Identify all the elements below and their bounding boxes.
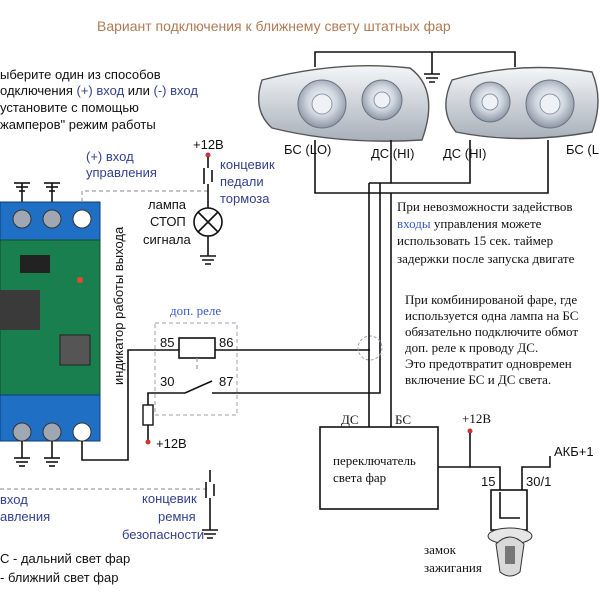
brake-lamp-label-1: лампа bbox=[148, 197, 187, 212]
minus-input-label-1: вход bbox=[0, 492, 28, 507]
instructions-line-4: жамперов" режим работы bbox=[0, 117, 156, 132]
brake-supply-label: +12В bbox=[193, 137, 224, 152]
minus-input-label-2: авления bbox=[0, 509, 50, 524]
ignition-label-2: зажигания bbox=[424, 560, 482, 575]
switch-bs-label: БС bbox=[395, 412, 411, 427]
left-hi-label: ДС (HI) bbox=[371, 146, 414, 161]
brake-lamp-label-2: СТОП bbox=[150, 214, 186, 229]
relay-pin-85: 85 bbox=[160, 335, 174, 350]
terminal-screw bbox=[72, 209, 92, 229]
instructions-line-3: установите с помощью bbox=[0, 100, 139, 115]
ignition-supply-label: +12В bbox=[462, 411, 491, 426]
combo-note-5: Это предотвратит одновремен bbox=[405, 356, 572, 371]
seat-belt-label-3: безопасности bbox=[122, 527, 204, 542]
ignition-15-wire bbox=[469, 433, 501, 490]
indicator-label: индикатор работы выхода bbox=[111, 226, 126, 385]
headlight-right bbox=[445, 66, 599, 140]
instructions-block: ыберите один из способов одключения (+) … bbox=[0, 67, 198, 132]
relay-pin-87: 87 bbox=[219, 374, 233, 389]
brake-lamp-cross bbox=[197, 211, 219, 233]
seat-belt-ground bbox=[202, 529, 218, 539]
relay-title: доп. реле bbox=[170, 303, 221, 318]
ignition-supply-terminal bbox=[467, 428, 473, 434]
indicator-led bbox=[77, 277, 83, 283]
relay-supply-terminal bbox=[145, 439, 151, 445]
relay-87-wire bbox=[240, 183, 381, 394]
brake-switch-label-1: концевик bbox=[220, 157, 275, 172]
timer-note-2: входы управления можете bbox=[397, 216, 542, 231]
brake-switch-label-3: тормоза bbox=[220, 191, 270, 206]
low-beam-bus bbox=[314, 140, 549, 194]
combo-note-3: обязательно подключите обмот bbox=[405, 324, 578, 339]
legend-ds: С - дальний свет фар bbox=[0, 551, 130, 566]
brake-supply-terminal bbox=[205, 152, 211, 158]
seat-belt-switch bbox=[205, 470, 215, 530]
combo-note-6: включение БС и ДС света. bbox=[405, 372, 551, 387]
brake-lamp-ground bbox=[200, 236, 216, 265]
headlight-left bbox=[258, 65, 430, 142]
ground-symbol-3 bbox=[14, 441, 30, 467]
ignition-pin-30: 30/1 bbox=[526, 474, 551, 489]
relay-86-junction-marker bbox=[357, 335, 383, 361]
brake-lamp-label-3: сигнала bbox=[143, 232, 191, 247]
light-switch-box bbox=[319, 426, 439, 510]
module-output-wire bbox=[81, 349, 155, 461]
combo-note-4: доп. реле к проводу ДС. bbox=[405, 340, 538, 355]
relay-supply-label: +12В bbox=[156, 436, 187, 451]
switch-label-2: света фар bbox=[333, 470, 386, 485]
right-lo-label: БС (L bbox=[566, 142, 599, 157]
timer-note-3: использовать 15 сек. таймер bbox=[397, 233, 553, 248]
relay-pin-30: 30 bbox=[160, 374, 174, 389]
instructions-line-2: одключения (+) вход или (-) вход bbox=[0, 83, 198, 98]
seat-belt-label-1: концевик bbox=[142, 491, 197, 506]
headlight-ground-bus bbox=[314, 51, 516, 67]
ground-symbol-2 bbox=[44, 182, 60, 202]
board-transistor bbox=[59, 334, 91, 366]
right-hi-label: ДС (HI) bbox=[443, 146, 486, 161]
board-chip bbox=[20, 255, 50, 273]
relay-pin-86: 86 bbox=[219, 335, 233, 350]
switch-ds-label: ДС bbox=[341, 412, 359, 427]
relay-fuse-wire bbox=[147, 392, 155, 405]
ground-symbol-4 bbox=[44, 441, 60, 467]
plus-input-label-1: (+) вход bbox=[86, 149, 134, 164]
ignition-pin-15: 15 bbox=[481, 474, 495, 489]
combo-note-1: При комбинированой фаре, где bbox=[405, 292, 577, 307]
ignition-30-wire bbox=[521, 456, 551, 490]
seat-belt-label-2: ремня bbox=[158, 509, 196, 524]
instructions-line-1: ыберите один из способов bbox=[0, 67, 161, 82]
terminal-screw bbox=[42, 422, 62, 442]
headlight-ground bbox=[424, 52, 440, 83]
brake-pedal-switch bbox=[203, 157, 213, 208]
ground-symbol-1 bbox=[14, 182, 30, 202]
ignition-label-1: замок bbox=[424, 542, 457, 557]
plus-input-label-2: управления bbox=[86, 165, 157, 180]
terminal-screw bbox=[72, 422, 92, 442]
relay-coil bbox=[178, 337, 216, 359]
ignition-lock bbox=[487, 489, 533, 577]
battery-label: АКБ+1 bbox=[554, 444, 594, 459]
combo-note-2: используется одна лампа на БС bbox=[405, 308, 578, 323]
high-beam-bus bbox=[390, 140, 471, 184]
terminal-screw bbox=[12, 209, 32, 229]
left-lo-label: БС (LO) bbox=[284, 142, 331, 157]
plus-input-dashed-line bbox=[81, 190, 210, 202]
relay-fuse bbox=[142, 404, 154, 426]
timer-note-1: При невозможности задействов bbox=[397, 199, 573, 214]
relay-outline bbox=[154, 322, 238, 416]
board-relay bbox=[0, 290, 40, 330]
diagram-title: Вариант подключения к ближнему свету шта… bbox=[97, 18, 451, 34]
legend-bs: - ближний свет фар bbox=[0, 570, 118, 585]
terminal-screw bbox=[12, 422, 32, 442]
terminal-screw bbox=[42, 209, 62, 229]
controller-module bbox=[0, 182, 101, 467]
switch-label-1: переключатель bbox=[333, 453, 416, 468]
relay-contact bbox=[155, 380, 240, 394]
timer-note-4: задержки после запуска двигате bbox=[397, 251, 575, 266]
brake-switch-label-2: педали bbox=[220, 174, 264, 189]
